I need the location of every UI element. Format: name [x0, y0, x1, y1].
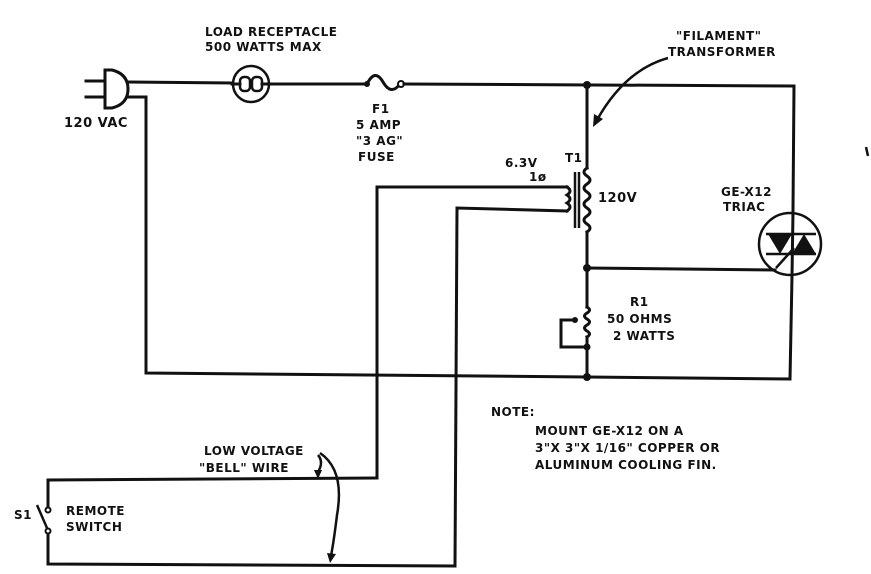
resistor-value-label: 50 OHMS [607, 312, 672, 326]
secondary-phase-label: 1ø [529, 170, 547, 184]
resistor-icon [583, 304, 591, 340]
stray-mark [864, 146, 870, 157]
wire-top-right [402, 82, 796, 88]
receptacle-icon [230, 64, 272, 104]
bell-wire-label-2: "BELL" WIRE [199, 461, 289, 475]
wire-triac-top [791, 84, 796, 212]
plug-label: 120 VAC [64, 116, 128, 131]
note-line-3: ALUMINUM COOLING FIN. [535, 458, 717, 472]
triac-part-label: GE-X12 [721, 185, 772, 199]
note-line-1: MOUNT GE-X12 ON A [535, 424, 684, 438]
pointer-arrow-icon [593, 56, 669, 127]
wire-switch-bottom [46, 530, 457, 568]
wire-top-left [126, 80, 234, 85]
bell-wire-b [453, 206, 569, 568]
triac-word-label: TRIAC [723, 200, 765, 214]
switch-ref-label: S1 [14, 508, 32, 522]
wiper-wire [559, 318, 589, 349]
wire-triac-bottom [788, 274, 794, 381]
primary-coil-icon [582, 165, 592, 235]
switch-label-2: SWITCH [66, 520, 122, 534]
note-line-2: 3"X 3"X 1/16" COPPER OR [535, 441, 720, 455]
wiper-dot [572, 317, 578, 323]
note-title: NOTE: [491, 405, 535, 419]
switch-icon [35, 504, 52, 535]
receptacle-label-1: LOAD RECEPTACLE [205, 25, 337, 39]
plug-icon [84, 68, 130, 110]
receptacle-label-2: 500 WATTS MAX [205, 40, 322, 54]
filament-label-1: "FILAMENT" [676, 29, 761, 43]
wire-switch-top [46, 476, 379, 510]
fuse-icon [364, 74, 405, 91]
bell-wire-a [375, 185, 569, 480]
fuse-ref-label: F1 [372, 102, 390, 116]
transformer-ref-label: T1 [565, 151, 583, 165]
bell-wire-label-1: LOW VOLTAGE [204, 444, 304, 458]
primary-voltage-label: 120V [598, 191, 637, 206]
secondary-voltage-label: 6.3V [505, 156, 538, 170]
triac-icon [757, 210, 823, 278]
fuse-word-label: FUSE [358, 150, 395, 164]
resistor-ref-label: R1 [630, 295, 649, 309]
resistor-power-label: 2 WATTS [613, 329, 675, 343]
wire-gate [585, 266, 777, 272]
switch-label-1: REMOTE [66, 504, 125, 518]
fuse-rating-label: 5 AMP [356, 118, 401, 132]
fuse-type-label: "3 AG" [356, 134, 403, 148]
filament-label-2: TRANSFORMER [668, 45, 776, 59]
secondary-coil-icon [564, 184, 572, 214]
pointer-arrow-icon [314, 451, 341, 563]
wire-return [126, 95, 792, 381]
